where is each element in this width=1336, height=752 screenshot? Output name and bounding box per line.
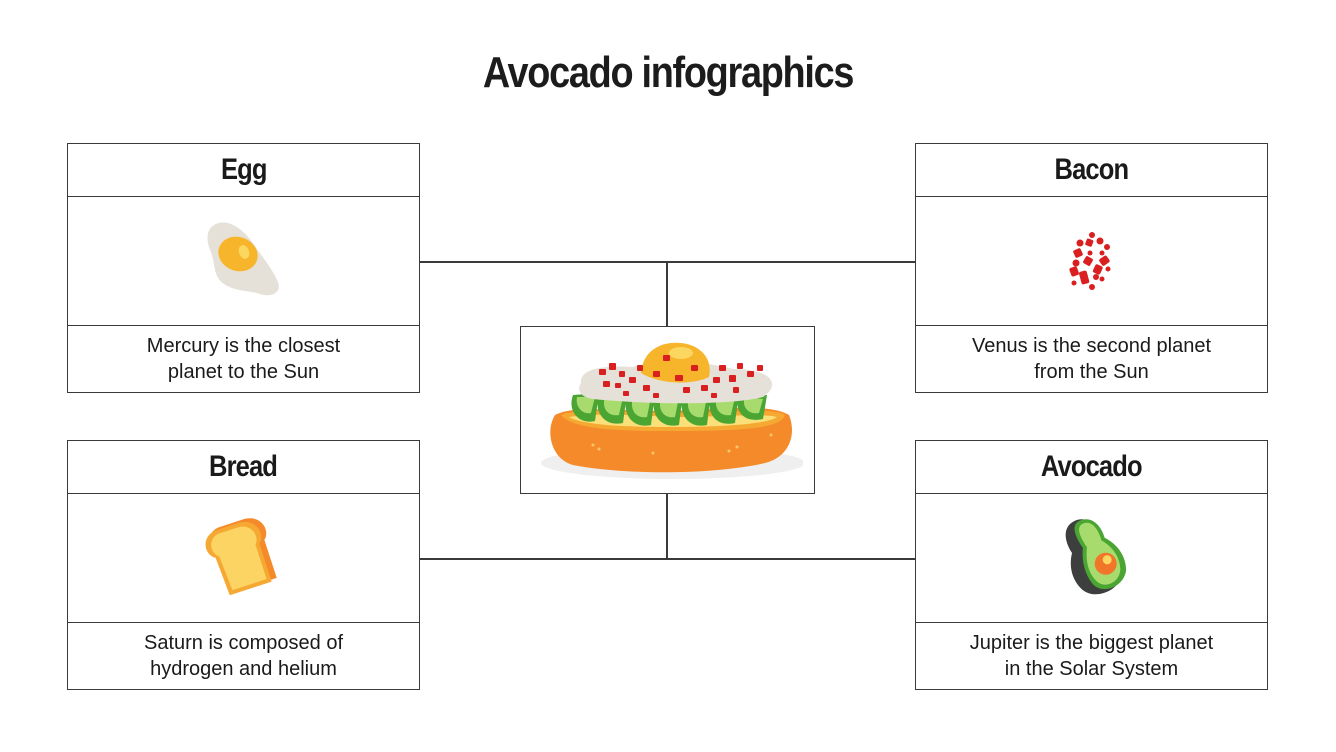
card-image <box>915 195 1268 327</box>
card-bread: Bread Saturn is composed of hydrogen and… <box>67 440 420 690</box>
card-title: Bacon <box>1054 153 1130 186</box>
card-image <box>67 195 420 327</box>
card-description: Venus is the second planet from the Sun <box>915 325 1268 393</box>
fried-egg-icon <box>207 222 279 296</box>
card-title: Bread <box>209 450 278 483</box>
card-description: Saturn is composed of hydrogen and heliu… <box>67 622 420 690</box>
connector-bottom-horizontal <box>420 558 915 560</box>
card-header: Avocado <box>915 440 1268 494</box>
connector-bottom-vertical <box>666 492 668 559</box>
card-description: Jupiter is the biggest planet in the Sol… <box>915 622 1268 690</box>
avocado-icon <box>1065 519 1126 595</box>
page-title: Avocado infographics <box>482 48 854 97</box>
bacon-bits-icon <box>1068 232 1110 290</box>
card-title: Avocado <box>1041 450 1143 483</box>
card-header: Egg <box>67 143 420 197</box>
center-illustration-box <box>520 326 815 494</box>
bread-slice-icon <box>205 518 277 596</box>
card-header: Bacon <box>915 143 1268 197</box>
connector-top-vertical <box>666 261 668 327</box>
card-egg: Egg Mercury is the closest planet to the… <box>67 143 420 393</box>
card-image <box>915 492 1268 624</box>
card-avocado: Avocado Jupiter is the biggest planet in… <box>915 440 1268 690</box>
card-header: Bread <box>67 440 420 494</box>
avocado-toast-icon <box>540 342 803 479</box>
card-title: Egg <box>220 153 267 186</box>
card-description: Mercury is the closest planet to the Sun <box>67 325 420 393</box>
card-bacon: Bacon <box>915 143 1268 393</box>
card-image <box>67 492 420 624</box>
